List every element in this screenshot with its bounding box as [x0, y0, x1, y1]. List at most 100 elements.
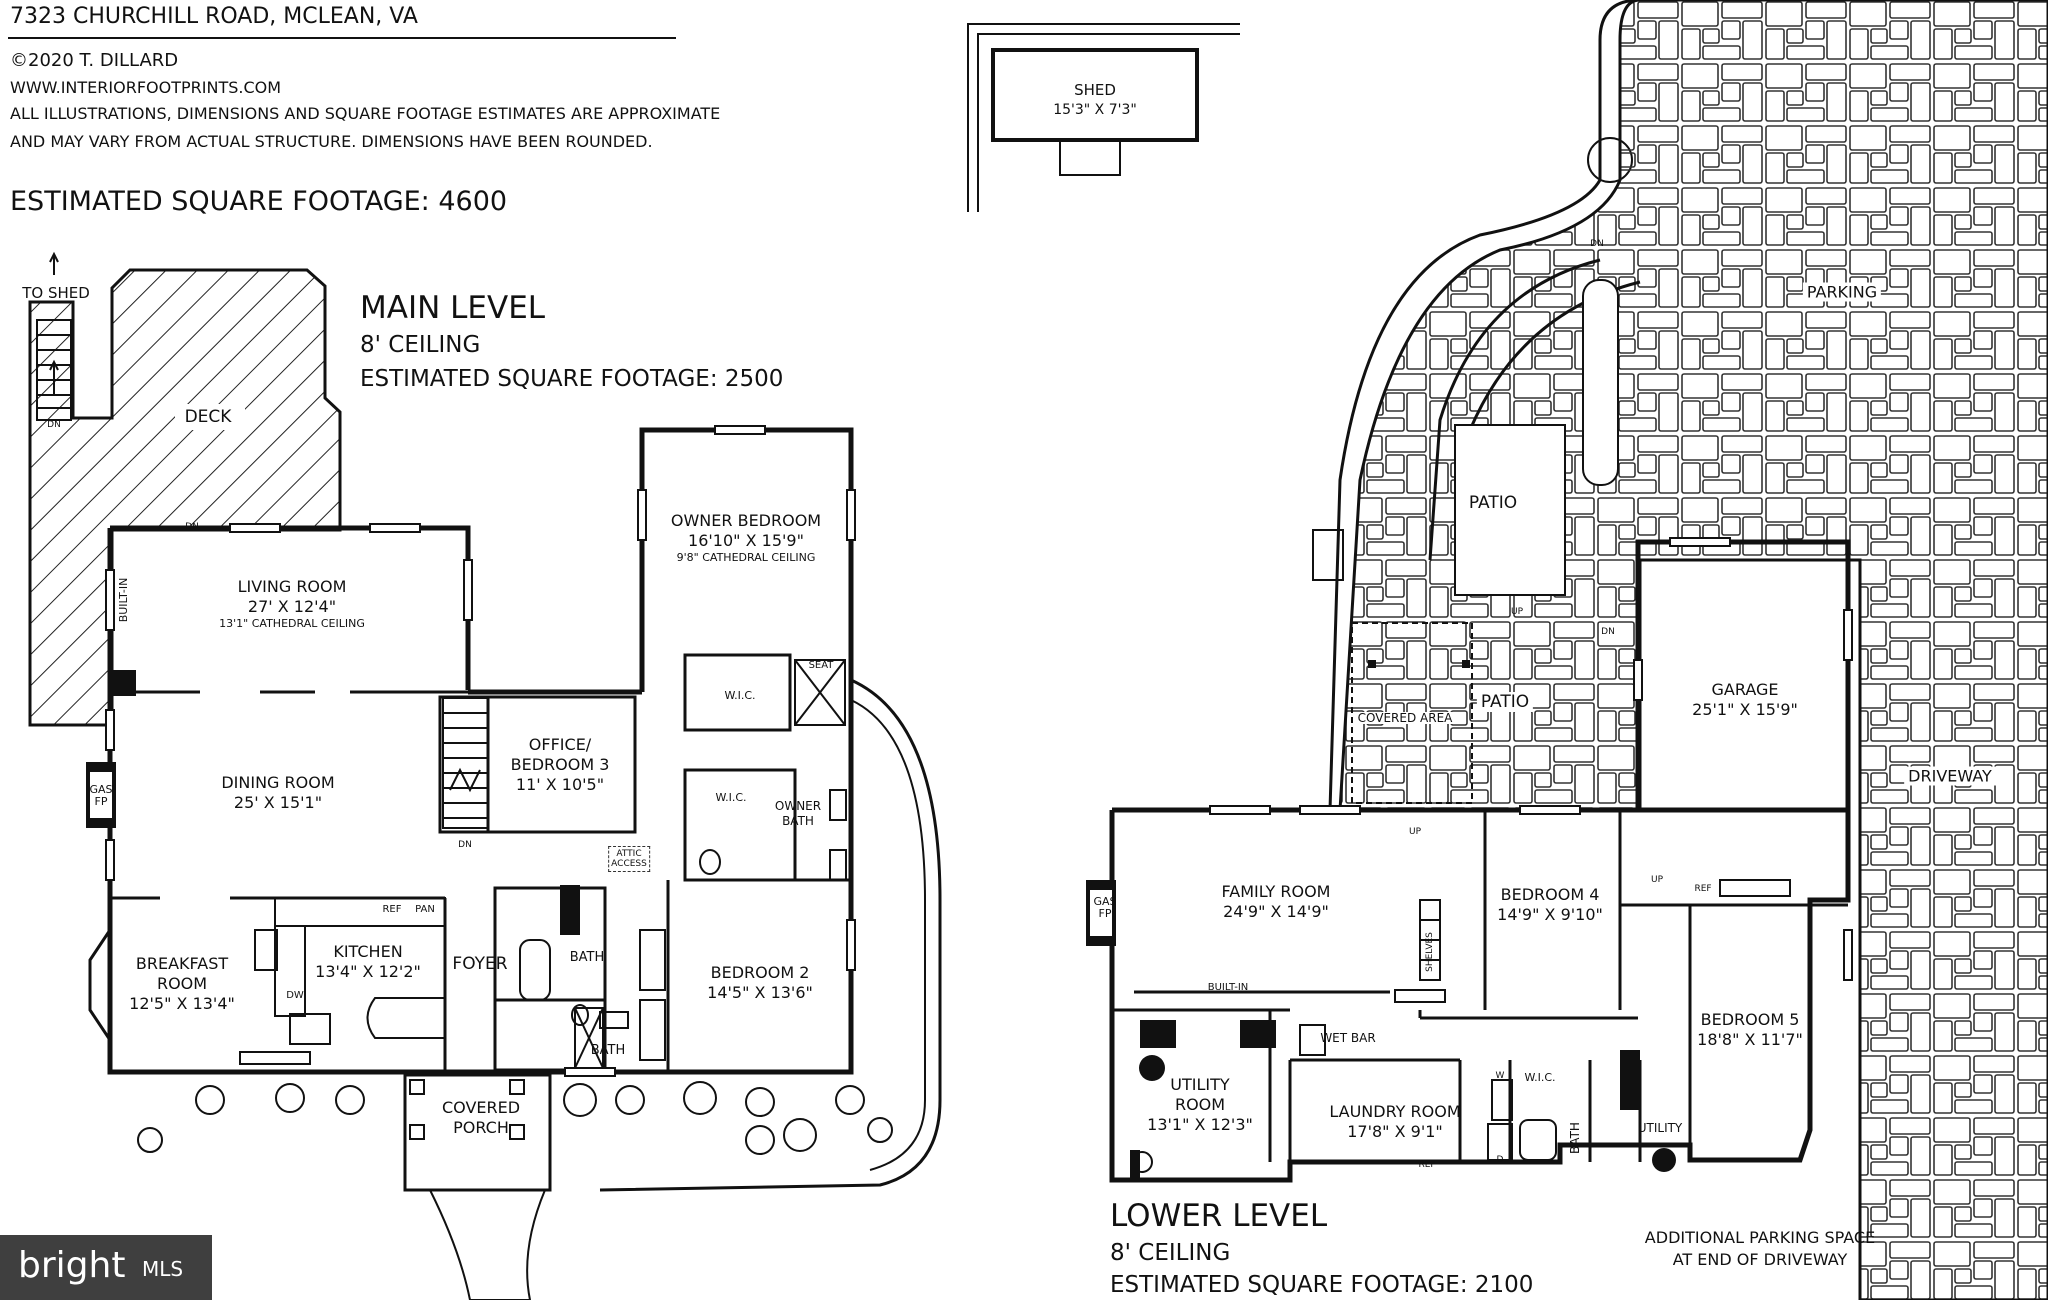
- porch-name-2: PORCH: [453, 1118, 509, 1137]
- lower-fireplace-label: GAS FP: [1093, 896, 1116, 920]
- foyer-label: FOYER: [452, 954, 508, 974]
- walkway-dn-label: DN: [1590, 239, 1604, 249]
- kitchen: KITCHEN 13'4" X 12'2": [315, 942, 421, 982]
- kitchen-column: [560, 885, 580, 935]
- lower-utility-label: UTILITY: [1637, 1121, 1683, 1135]
- garage: GARAGE 25'1" X 15'9": [1692, 680, 1798, 720]
- built-in-label: BUILT-IN: [117, 577, 130, 623]
- living-column: [110, 670, 136, 696]
- dryer-label: D: [1496, 1155, 1504, 1165]
- office-name-2: BEDROOM 3: [510, 755, 610, 774]
- bedroom-4-name: BEDROOM 4: [1500, 885, 1600, 904]
- shrubs: [137, 137, 1633, 1155]
- breakfast-name: BREAKFAST: [135, 954, 229, 973]
- garage-dn-label: DN: [1601, 627, 1615, 637]
- main-fp-label: FP: [94, 795, 108, 808]
- disclaimer-line-1: ALL ILLUSTRATIONS, DIMENSIONS AND SQUARE…: [10, 104, 721, 123]
- living-room: LIVING ROOM 27' X 12'4" 13'1" CATHEDRAL …: [219, 577, 365, 631]
- living-room-name: LIVING ROOM: [237, 577, 347, 596]
- family-up-label: UP: [1408, 827, 1422, 837]
- main-windows: [105, 425, 856, 1077]
- garage-dim: 25'1" X 15'9": [1692, 700, 1798, 719]
- deck: [28, 268, 342, 727]
- total-square-footage: ESTIMATED SQUARE FOOTAGE: 4600: [10, 186, 508, 217]
- covered-porch: [403, 1073, 552, 1192]
- shed-dim: 15'3" X 7'3": [1053, 102, 1137, 118]
- owner-bath-name: OWNER: [774, 799, 822, 813]
- deck-label: DECK: [184, 407, 232, 427]
- hedge: [1582, 279, 1619, 486]
- wet-bar-label: WET BAR: [1320, 1031, 1376, 1045]
- owner-bedroom: OWNER BEDROOM 16'10" X 15'9" 9'8" CATHED…: [671, 511, 821, 565]
- living-dn: DN: [185, 522, 199, 532]
- kitchen-ref-label: REF: [382, 904, 402, 915]
- patio-up-label: UP: [1510, 607, 1524, 617]
- owner-bedroom-dim: 16'10" X 15'9": [688, 531, 804, 550]
- living-room-note: 13'1" CATHEDRAL CEILING: [219, 617, 365, 630]
- bath-fixtures: [519, 659, 847, 1069]
- lower-level-sqft: ESTIMATED SQUARE FOOTAGE: 2100: [1110, 1272, 1534, 1298]
- covered-area: [1351, 622, 1473, 804]
- wic-label-1: W.I.C.: [724, 689, 756, 702]
- family-room-dim: 24'9" X 14'9": [1223, 902, 1329, 921]
- website: WWW.INTERIORFOOTPRINTS.COM: [10, 78, 282, 97]
- dining-room-dim: 25' X 15'1": [233, 793, 323, 812]
- breakfast-name-2: ROOM: [156, 974, 208, 993]
- kitchen-pan-label: PAN: [415, 904, 435, 915]
- office-bedroom-3: OFFICE/ BEDROOM 3 11' X 10'5": [511, 735, 610, 795]
- living-room-dim: 27' X 12'4": [247, 597, 337, 616]
- bedroom-2-name: BEDROOM 2: [710, 963, 810, 982]
- utility-equipment: [1130, 1020, 1676, 1178]
- main-stairs: [442, 697, 489, 829]
- lower-gas-label: GAS: [1093, 895, 1117, 908]
- bedroom-5-name: BEDROOM 5: [1700, 1010, 1800, 1029]
- shed: [991, 48, 1199, 142]
- lower-fp-label: FP: [1098, 907, 1112, 920]
- bedroom-5-dim: 18'8" X 11'7": [1697, 1030, 1803, 1049]
- bedroom-2: BEDROOM 2 14'5" X 13'6": [707, 963, 813, 1003]
- lower-built-in-label: BUILT-IN: [1207, 982, 1249, 993]
- dining-room: DINING ROOM 25' X 15'1": [221, 773, 334, 813]
- shed-label: SHED 15'3" X 7'3": [1053, 80, 1137, 120]
- garage-name: GARAGE: [1711, 680, 1779, 699]
- bedroom-4-dim: 14'9" X 9'10": [1497, 905, 1603, 924]
- deck-stair-dn: DN: [47, 420, 61, 430]
- main-fireplace-label: GAS FP: [89, 784, 112, 808]
- lower-windows: [1209, 537, 1853, 981]
- additional-parking-line-1: ADDITIONAL PARKING SPACE: [1644, 1228, 1876, 1247]
- laundry-room-name: LAUNDRY ROOM: [1329, 1102, 1461, 1121]
- owner-bath-label: OWNER BATH: [775, 799, 821, 829]
- lower-level-title: LOWER LEVEL: [1110, 1198, 1328, 1234]
- patio-lower-label: PATIO: [1476, 692, 1534, 712]
- garage-ref-label: REF: [1694, 884, 1712, 894]
- laundry-ref-label: REF: [1418, 1160, 1436, 1170]
- parking-label: PARKING: [1802, 282, 1882, 302]
- main-level-ceiling: 8' CEILING: [360, 332, 481, 358]
- main-level-sqft: ESTIMATED SQUARE FOOTAGE: 2500: [360, 366, 784, 392]
- breakfast-room: BREAKFAST ROOM 12'5" X 13'4": [129, 954, 235, 1014]
- owner-bedroom-note: 9'8" CATHEDRAL CEILING: [676, 551, 816, 564]
- additional-parking-note: ADDITIONAL PARKING SPACE AT END OF DRIVE…: [1645, 1227, 1875, 1271]
- utility-room: UTILITY ROOM 13'1" X 12'3": [1147, 1075, 1253, 1135]
- washer-label: W: [1495, 1071, 1505, 1081]
- shed-name: SHED: [1074, 81, 1116, 99]
- bedroom-5: BEDROOM 5 18'8" X 11'7": [1697, 1010, 1803, 1050]
- office-name: OFFICE/: [528, 735, 592, 754]
- dishwasher-label: DW: [286, 990, 304, 1001]
- bath-label-1: BATH: [569, 950, 605, 965]
- main-stairs-dn: DN: [458, 840, 472, 850]
- breakfast-dim: 12'5" X 13'4": [129, 994, 235, 1013]
- lower-level-ceiling: 8' CEILING: [1110, 1240, 1231, 1266]
- porch-name: COVERED: [441, 1098, 521, 1117]
- utility-room-dim: 13'1" X 12'3": [1147, 1115, 1253, 1134]
- bright-wordmark: bright: [18, 1245, 126, 1286]
- stairs-to-shed: [36, 251, 72, 421]
- shed-fence: [967, 23, 1240, 212]
- kitchen-name: KITCHEN: [333, 942, 403, 961]
- kitchen-counters: [239, 897, 446, 1065]
- laundry-fixtures: [1299, 879, 1791, 1161]
- utility-room-name: UTILITY: [1170, 1075, 1230, 1094]
- stone-paving: [1338, 0, 2048, 1300]
- bath-label-2: BATH: [590, 1043, 626, 1058]
